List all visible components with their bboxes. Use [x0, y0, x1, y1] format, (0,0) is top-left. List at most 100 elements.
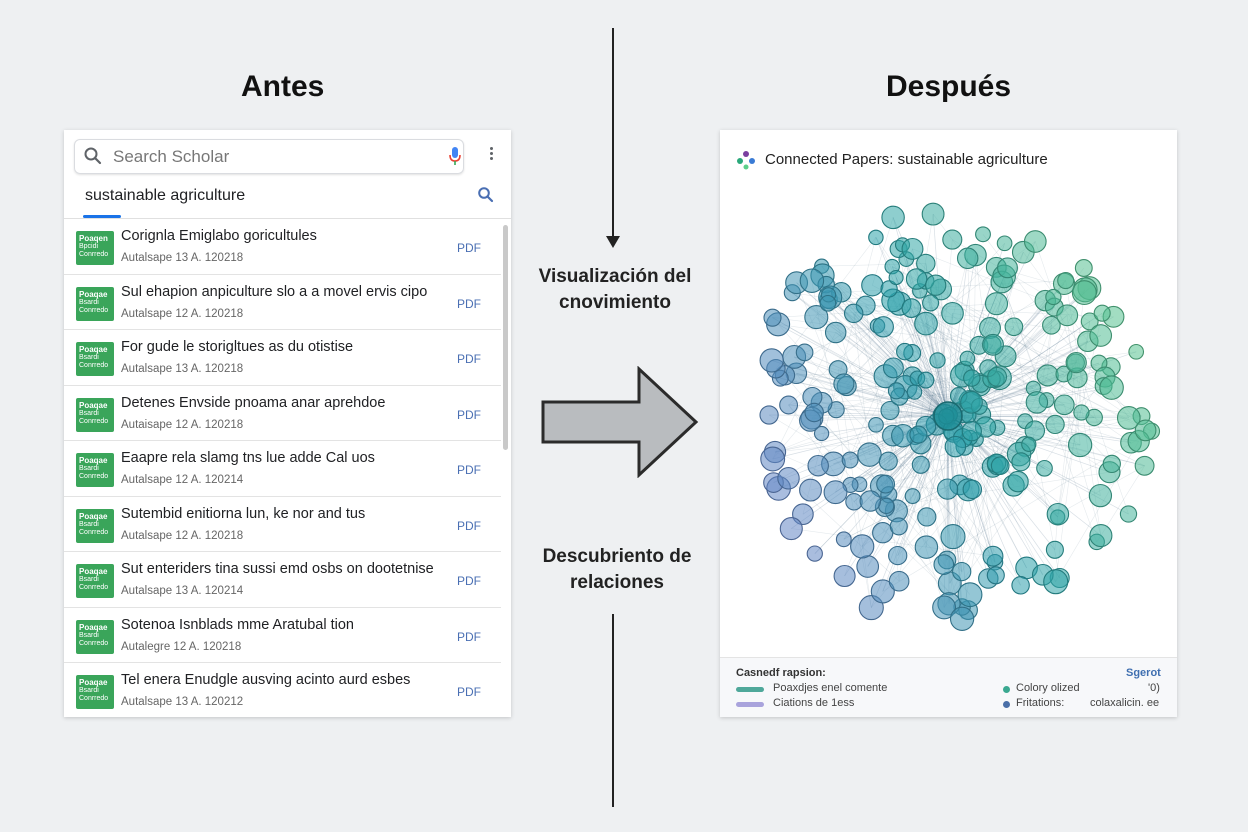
paper-node[interactable]: [1053, 394, 1075, 416]
paper-node[interactable]: [1043, 569, 1069, 595]
pdf-link[interactable]: PDF: [457, 629, 481, 644]
paper-node[interactable]: [1011, 452, 1031, 472]
paper-node[interactable]: [880, 400, 900, 421]
paper-node[interactable]: [987, 366, 1008, 387]
paper-node[interactable]: [1011, 576, 1030, 595]
result-title[interactable]: Tel enera Enudgle ausving acinto aurd es…: [121, 672, 411, 688]
paper-node[interactable]: [878, 451, 898, 471]
paper-node[interactable]: [763, 308, 782, 327]
paper-node[interactable]: [1099, 375, 1124, 400]
paper-node[interactable]: [856, 555, 880, 578]
result-title[interactable]: Sutembid enitiorna lun, ke nor and tus: [121, 505, 366, 522]
search-box[interactable]: Search Scholar: [74, 139, 464, 174]
result-title[interactable]: Sul ehapion anpiculture slo a a movel er…: [121, 283, 428, 300]
paper-node[interactable]: [823, 480, 848, 505]
result-title[interactable]: Detenes Envside pnoama anar aprehdoe: [121, 394, 386, 411]
paper-node[interactable]: [872, 522, 894, 544]
paper-node[interactable]: [799, 478, 822, 502]
result-title[interactable]: For gude le storigltues as du otistise: [121, 339, 354, 355]
paper-node[interactable]: [881, 205, 905, 230]
result-title[interactable]: Eaapre rela slamg tns lue adde Cal uos: [121, 450, 375, 466]
paper-node[interactable]: [841, 451, 859, 469]
paper-node[interactable]: [940, 524, 966, 550]
paper-node[interactable]: [914, 311, 938, 336]
pdf-link[interactable]: PDF: [457, 574, 481, 588]
paper-node[interactable]: [824, 321, 847, 344]
paper-node[interactable]: [795, 343, 814, 362]
paper-node[interactable]: [1065, 351, 1087, 374]
paper-node[interactable]: [870, 579, 895, 604]
paper-node[interactable]: [1074, 259, 1093, 277]
paper-node[interactable]: [1042, 315, 1061, 335]
paper-node[interactable]: [932, 595, 957, 620]
paper-node[interactable]: [833, 373, 855, 395]
paper-node[interactable]: [804, 402, 824, 423]
paper-node[interactable]: [833, 564, 856, 588]
paper-node[interactable]: [941, 301, 964, 325]
paper-node[interactable]: [996, 235, 1013, 252]
paper-node[interactable]: [868, 229, 884, 246]
paper-node[interactable]: [888, 570, 910, 592]
paper-node[interactable]: [929, 352, 946, 369]
paper-node[interactable]: [982, 545, 1004, 567]
paper-node[interactable]: [917, 507, 937, 527]
graph-nodes[interactable]: [759, 202, 1161, 631]
paper-node[interactable]: [1093, 304, 1111, 322]
paper-node[interactable]: [779, 517, 803, 541]
paper-node[interactable]: [1128, 343, 1145, 360]
scrollbar[interactable]: [503, 225, 508, 450]
pdf-link[interactable]: PDF: [457, 518, 481, 533]
paper-node[interactable]: [1046, 502, 1070, 526]
paper-node[interactable]: [984, 292, 1009, 316]
paper-node[interactable]: [1007, 470, 1029, 493]
paper-node[interactable]: [835, 531, 852, 548]
paper-node[interactable]: [1036, 364, 1059, 387]
paper-node[interactable]: [914, 535, 939, 559]
paper-node[interactable]: [857, 442, 882, 467]
pdf-link[interactable]: PDF: [457, 352, 481, 366]
paper-node[interactable]: [922, 294, 940, 312]
more-vert-icon[interactable]: [482, 145, 500, 167]
paper-node[interactable]: [959, 350, 976, 367]
paper-node[interactable]: [1089, 524, 1113, 548]
paper-node[interactable]: [804, 305, 829, 330]
pdf-link[interactable]: PDF: [457, 463, 481, 477]
pdf-link[interactable]: PDF: [457, 296, 481, 311]
paper-node[interactable]: [843, 303, 864, 324]
pdf-link[interactable]: PDF: [457, 241, 481, 255]
paper-node[interactable]: [1073, 404, 1090, 421]
origin-paper-node[interactable]: [933, 401, 963, 431]
paper-node[interactable]: [990, 456, 1010, 476]
paper-node[interactable]: [779, 395, 799, 415]
paper-node[interactable]: [960, 390, 983, 414]
pdf-link[interactable]: PDF: [457, 685, 481, 699]
result-title[interactable]: Corignla Emiglabo goricultules: [121, 228, 317, 244]
paper-node[interactable]: [777, 467, 800, 490]
paper-node[interactable]: [1119, 505, 1138, 523]
paper-node[interactable]: [868, 416, 884, 433]
paper-node[interactable]: [961, 421, 982, 442]
paper-node[interactable]: [1067, 432, 1093, 458]
paper-node[interactable]: [952, 561, 972, 582]
paper-node[interactable]: [888, 545, 908, 566]
paper-node[interactable]: [880, 280, 898, 298]
paper-node[interactable]: [888, 269, 904, 286]
paper-node[interactable]: [819, 294, 837, 312]
pdf-link[interactable]: PDF: [457, 407, 481, 422]
paper-node[interactable]: [1071, 280, 1097, 306]
paper-node[interactable]: [1116, 406, 1141, 430]
paper-node[interactable]: [942, 229, 963, 250]
paper-node[interactable]: [906, 384, 923, 400]
paper-node[interactable]: [997, 257, 1018, 279]
paper-node[interactable]: [1004, 317, 1024, 337]
paper-node[interactable]: [1025, 391, 1049, 414]
paper-node[interactable]: [876, 474, 896, 494]
